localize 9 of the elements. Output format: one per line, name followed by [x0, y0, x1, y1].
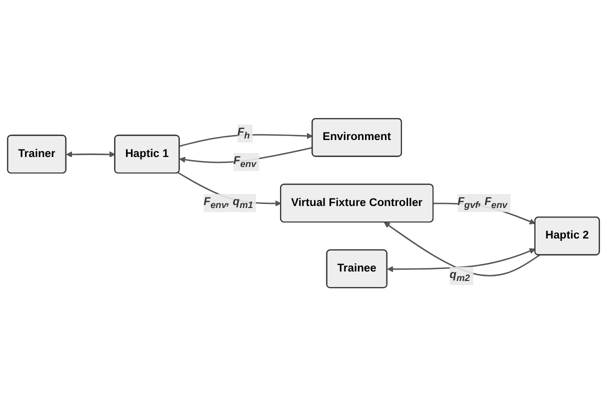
- arrow: [179, 133, 313, 148]
- edge-label: F$_{h}$: [237, 126, 250, 141]
- edge-label: F$_{env}$, q$_{m1}$: [204, 196, 254, 211]
- arrow: [66, 152, 116, 158]
- edge-label: F$_{env}$: [233, 155, 256, 170]
- arrow: [387, 248, 536, 273]
- edge-label: q$_{m2}$: [450, 269, 470, 284]
- arrow: [384, 222, 540, 277]
- edge-label: F$_{gvf}$, F$_{env}$: [457, 196, 508, 211]
